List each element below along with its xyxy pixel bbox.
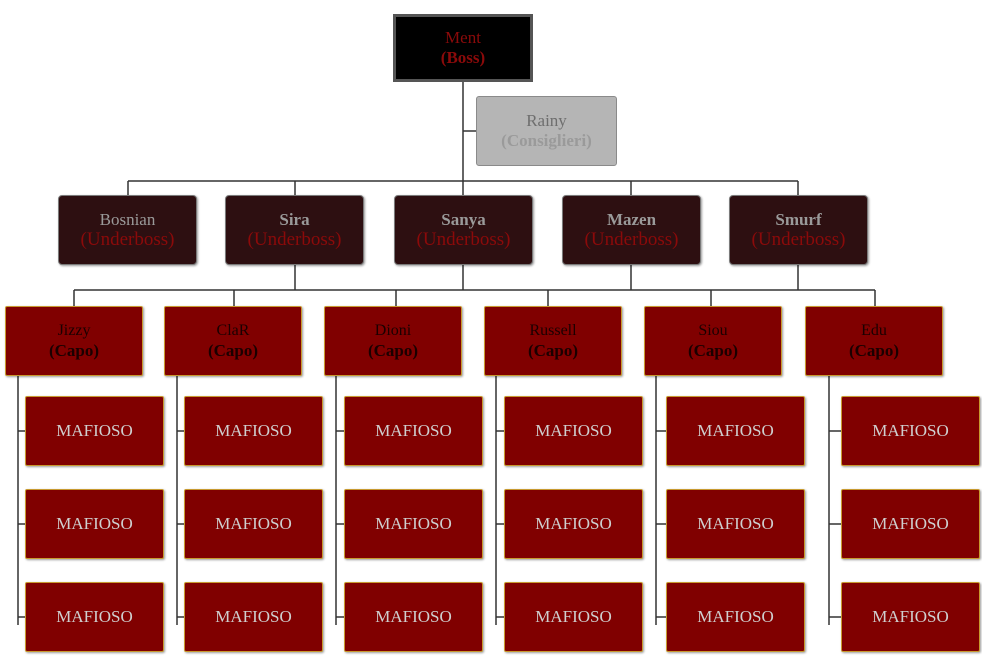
underboss-name: Sanya bbox=[441, 210, 486, 229]
capo-role: (Capo) bbox=[207, 341, 259, 360]
underboss-box: Mazen (Underboss) bbox=[562, 195, 701, 265]
mafioso-box: MAFIOSO bbox=[25, 489, 164, 559]
capo-name: Siou bbox=[698, 322, 728, 339]
mafioso-box: MAFIOSO bbox=[841, 396, 980, 466]
underboss-name: Sira bbox=[279, 210, 310, 229]
underboss-role: (Underboss) bbox=[80, 229, 175, 250]
capo-role: (Capo) bbox=[527, 341, 579, 360]
mafioso-box: MAFIOSO bbox=[184, 489, 323, 559]
underboss-box: Sira (Underboss) bbox=[225, 195, 364, 265]
underboss-name: Mazen bbox=[606, 210, 657, 229]
capo-role: (Capo) bbox=[48, 341, 100, 360]
underboss-name: Bosnian bbox=[99, 210, 156, 229]
mafioso-box: MAFIOSO bbox=[184, 396, 323, 466]
capo-name: Jizzy bbox=[57, 322, 91, 339]
mafioso-box: MAFIOSO bbox=[666, 489, 805, 559]
capo-role: (Capo) bbox=[848, 341, 900, 360]
boss-name: Ment bbox=[445, 28, 481, 47]
mafioso-box: MAFIOSO bbox=[344, 582, 483, 652]
mafioso-box: MAFIOSO bbox=[504, 489, 643, 559]
mafioso-box: MAFIOSO bbox=[666, 396, 805, 466]
underboss-role: (Underboss) bbox=[247, 229, 342, 250]
mafioso-box: MAFIOSO bbox=[841, 582, 980, 652]
consigliere-name: Rainy bbox=[526, 111, 567, 130]
underboss-box: Sanya (Underboss) bbox=[394, 195, 533, 265]
boss-role: (Boss) bbox=[440, 48, 486, 67]
boss-box: Ment (Boss) bbox=[393, 14, 533, 82]
capo-role: (Capo) bbox=[367, 341, 419, 360]
capo-box: Russell (Capo) bbox=[484, 306, 622, 376]
underboss-name: Smurf bbox=[775, 210, 822, 229]
mafioso-box: MAFIOSO bbox=[344, 396, 483, 466]
underboss-box: Bosnian (Underboss) bbox=[58, 195, 197, 265]
underboss-box: Smurf (Underboss) bbox=[729, 195, 868, 265]
underboss-role: (Underboss) bbox=[584, 229, 679, 250]
capo-role: (Capo) bbox=[687, 341, 739, 360]
mafioso-box: MAFIOSO bbox=[841, 489, 980, 559]
capo-box: ClaR (Capo) bbox=[164, 306, 302, 376]
mafioso-box: MAFIOSO bbox=[184, 582, 323, 652]
mafioso-box: MAFIOSO bbox=[504, 396, 643, 466]
underboss-role: (Underboss) bbox=[416, 229, 511, 250]
capo-box: Dioni (Capo) bbox=[324, 306, 462, 376]
capo-name: ClaR bbox=[216, 322, 250, 339]
underboss-role: (Underboss) bbox=[751, 229, 846, 250]
capo-name: Dioni bbox=[374, 322, 412, 339]
mafioso-box: MAFIOSO bbox=[666, 582, 805, 652]
mafioso-box: MAFIOSO bbox=[25, 582, 164, 652]
capo-box: Edu (Capo) bbox=[805, 306, 943, 376]
consigliere-box: Rainy (Consiglieri) bbox=[476, 96, 617, 166]
capo-name: Russell bbox=[529, 322, 577, 339]
mafioso-box: MAFIOSO bbox=[344, 489, 483, 559]
capo-name: Edu bbox=[861, 322, 887, 339]
mafioso-box: MAFIOSO bbox=[25, 396, 164, 466]
capo-box: Siou (Capo) bbox=[644, 306, 782, 376]
mafioso-box: MAFIOSO bbox=[504, 582, 643, 652]
consigliere-role: (Consiglieri) bbox=[501, 131, 592, 150]
capo-box: Jizzy (Capo) bbox=[5, 306, 143, 376]
